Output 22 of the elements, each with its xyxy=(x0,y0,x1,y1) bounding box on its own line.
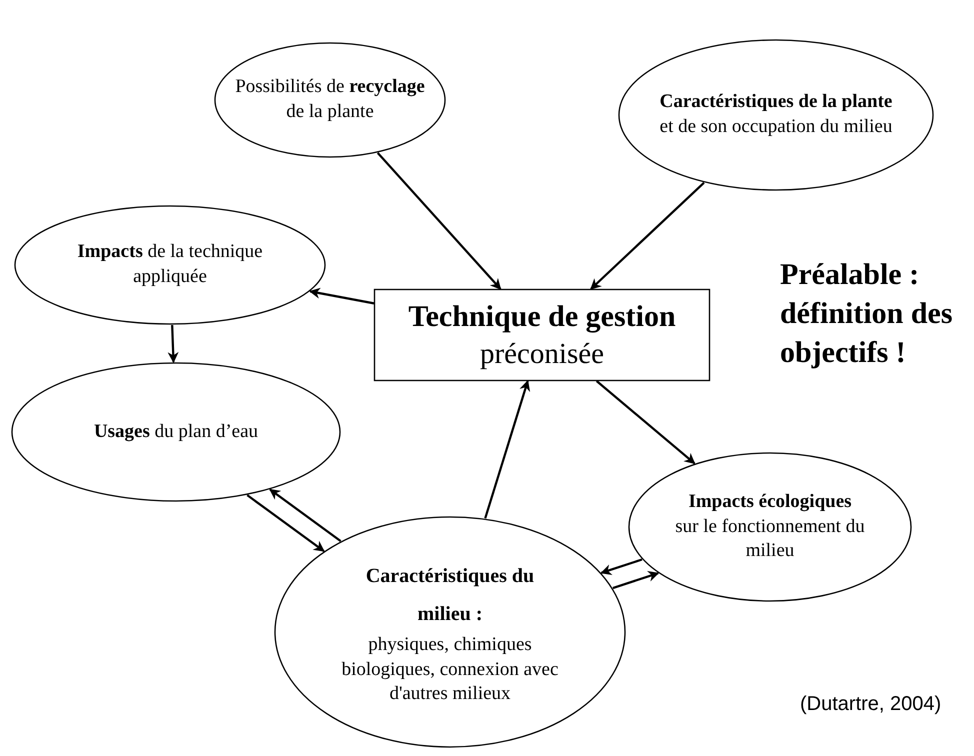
node-text: Impacts de la technique appliquée xyxy=(76,240,264,289)
node-heading: Impacts écologiques xyxy=(687,490,853,514)
node-text: préconisée xyxy=(479,336,605,372)
node-text: Caractéristiques de la plante et de son occupation du milieu xyxy=(658,90,894,139)
citation-text: (Dutartre, 2004) xyxy=(800,692,942,716)
arrow xyxy=(168,324,179,364)
arrow xyxy=(612,571,660,590)
node-heading: Technique de gestion xyxy=(407,298,677,335)
node-text: Possibilités de recyclage de la plante xyxy=(234,75,426,124)
node-text: sur le fonctionnement du milieu xyxy=(674,514,866,564)
arrow xyxy=(590,182,705,290)
arrow xyxy=(376,152,502,290)
arrow xyxy=(484,380,530,519)
arrow xyxy=(600,558,642,575)
node-heading: Caractéristiques du milieu : xyxy=(364,564,536,627)
node-text: physiques, chimiques biologiques, connexion avec d'autres milieux xyxy=(340,632,560,706)
note-text: Préalable : définition des objectifs ! xyxy=(780,257,954,371)
arrow xyxy=(309,288,374,304)
node-text: Usages du plan d’eau xyxy=(92,420,260,444)
arrow xyxy=(269,488,342,542)
arrow xyxy=(596,380,696,464)
arrow xyxy=(246,494,325,552)
